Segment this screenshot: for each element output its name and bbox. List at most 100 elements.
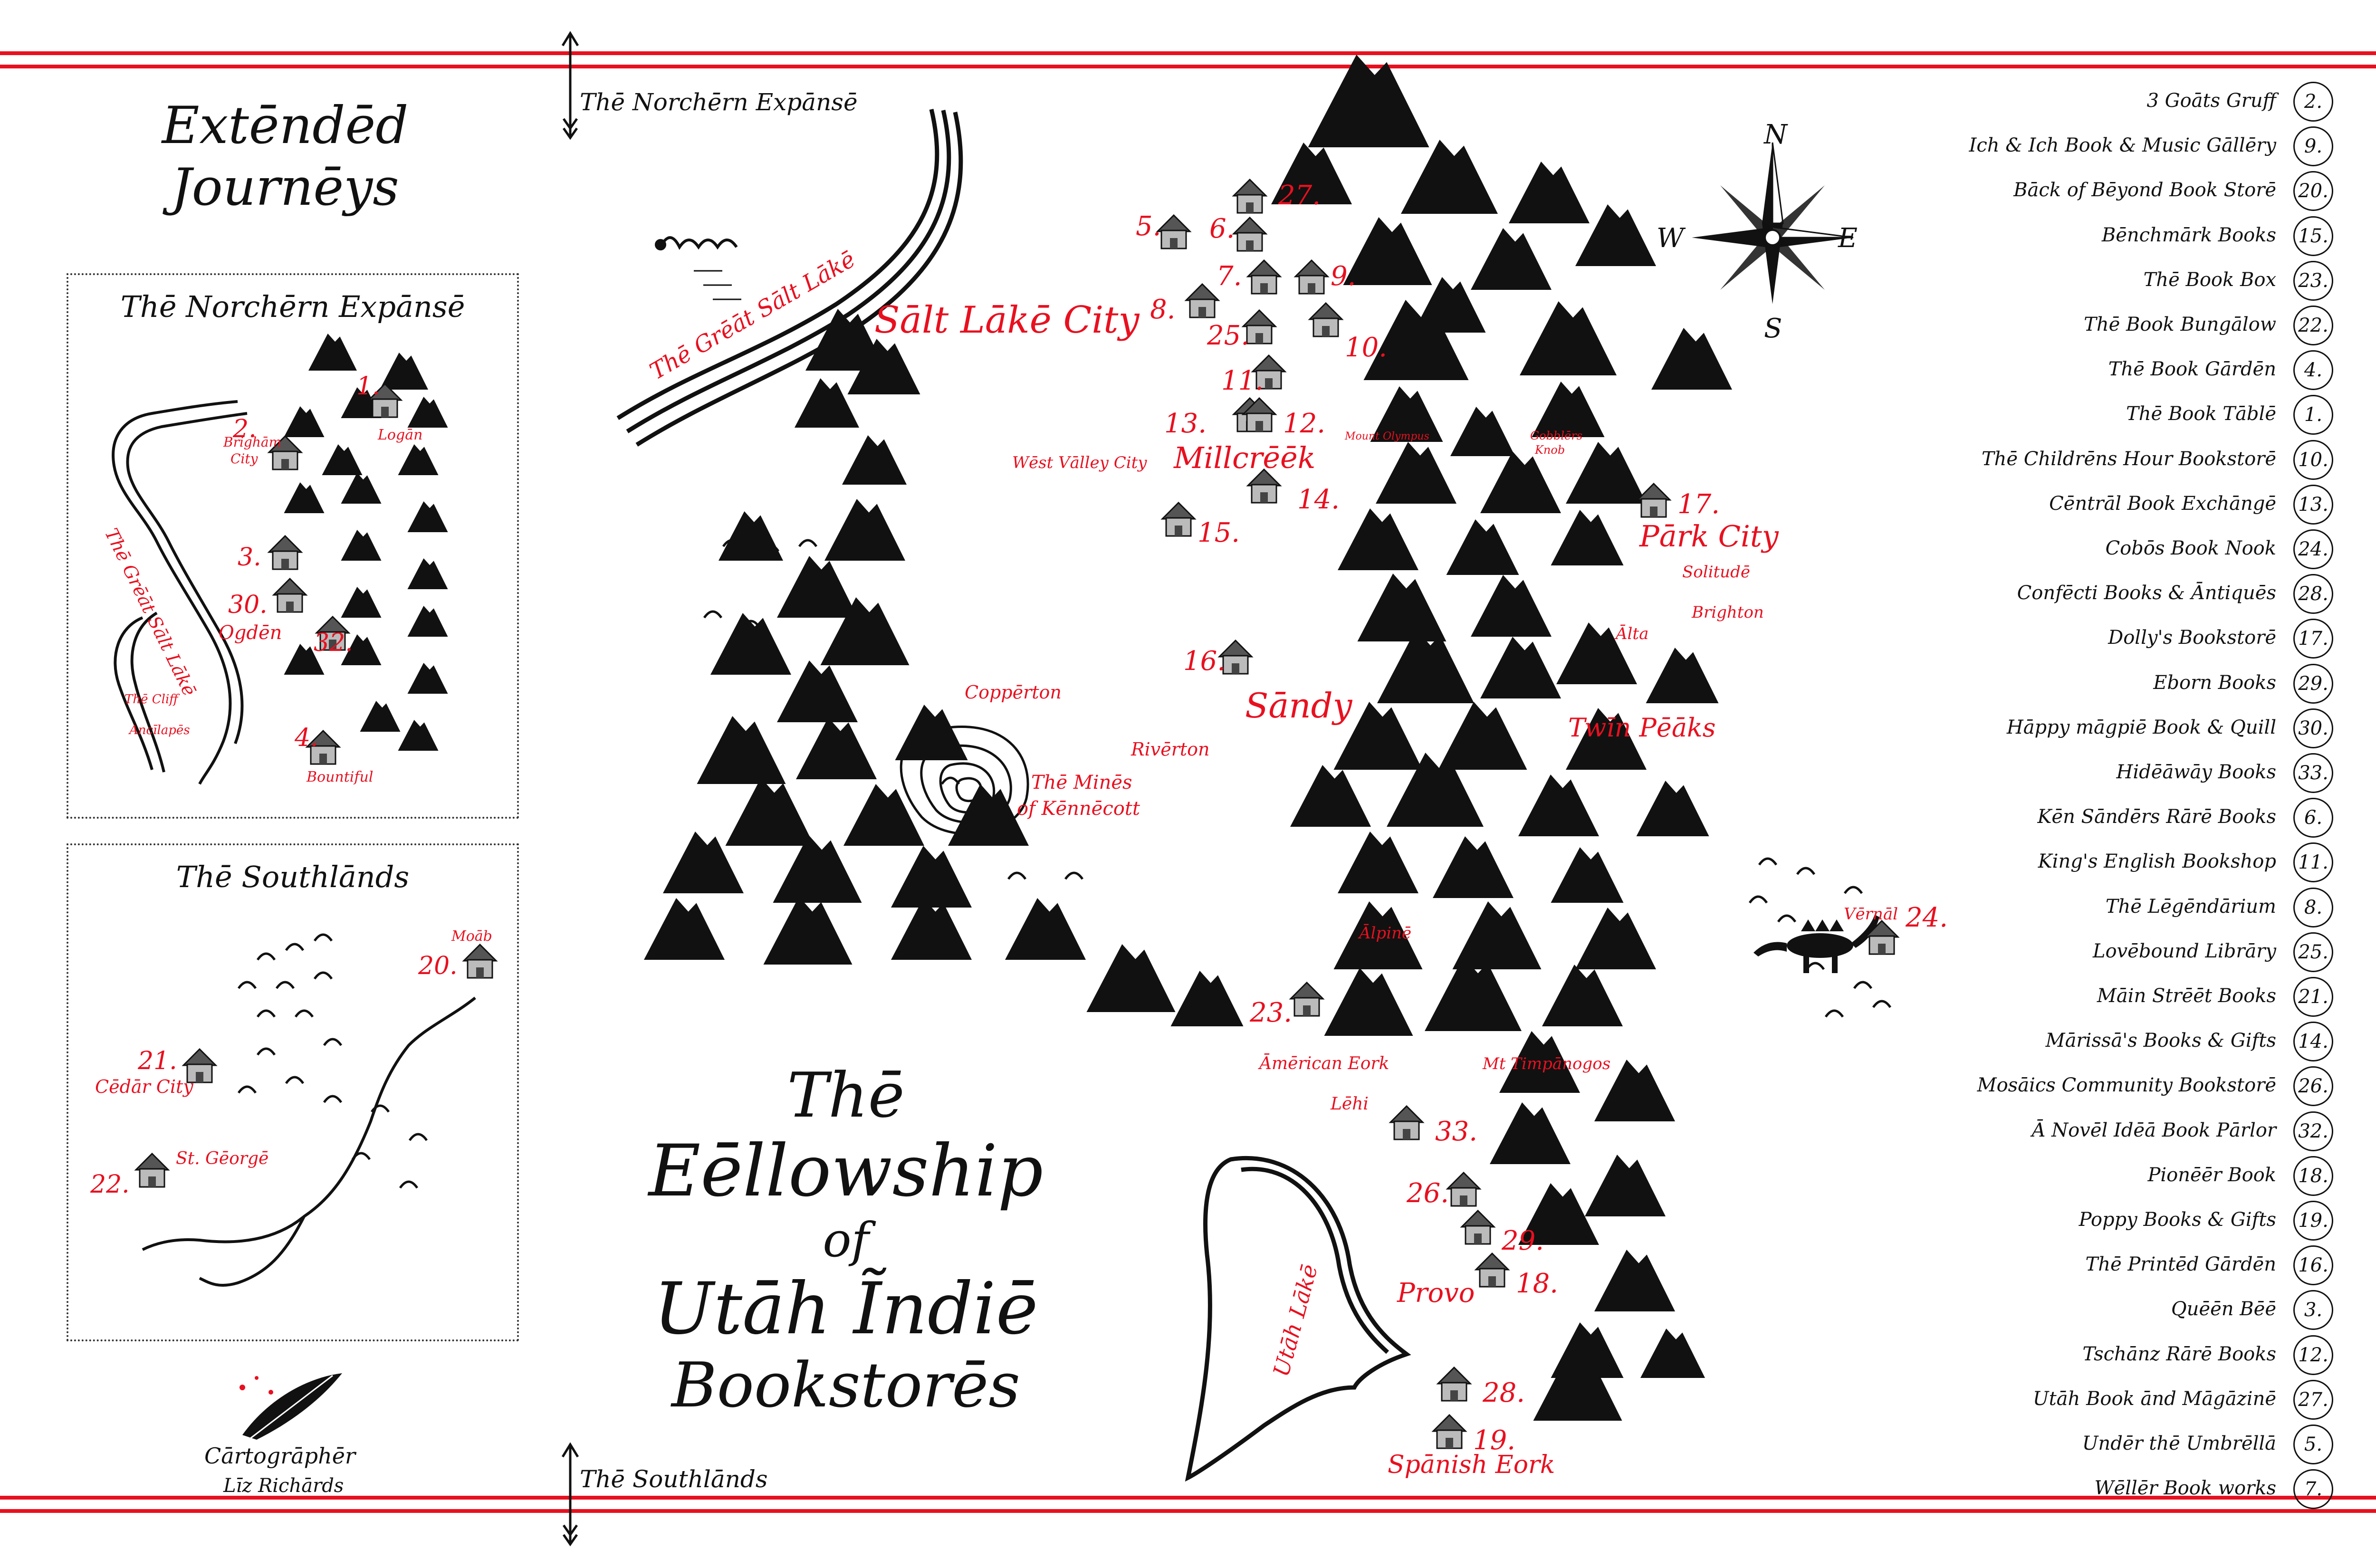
bookstore-building-icon [134,1152,170,1188]
mountain-icon [1338,832,1418,893]
bookstore-number-label: 25. [1207,320,1249,351]
mountain-icon [796,717,877,779]
mountain-icon [1086,944,1176,1012]
bookstore-building-icon [1246,468,1282,504]
city-logan: Logān [377,427,422,443]
legend-store-name: Thē Childrēns Hour Bookstorē [1981,448,2276,470]
mountain-icon [710,613,791,675]
mountain-icon [1471,228,1552,290]
bookstore-number-label: 16. [1183,646,1226,677]
mountain-icon [842,435,907,485]
inset-north-lake [112,400,248,785]
bottom-border-arrow [561,1442,579,1547]
legend-store-name: Utāh Book ānd Māgāzinē [2032,1387,2276,1410]
legend-store-number: 13. [2293,484,2333,525]
legend-store-number: 6. [2293,798,2333,838]
bookstore-number-label: 21. [137,1047,177,1075]
legend-store-number: 16. [2293,1245,2333,1286]
bookstore-number-label: 12. [1283,408,1325,439]
city-cedar-city: Cēdār City [95,1076,193,1097]
bookstore-building-icon [1436,1366,1472,1402]
compass-w: W [1657,223,1686,254]
mountain-icon [847,339,920,394]
title-line5: Bookstorēs [671,1349,1020,1421]
extended-journeys-title: Extēndēd Journēys [138,95,432,219]
legend-store-name: Cobōs Book Nook [2105,537,2276,559]
mountain-icon [341,530,382,561]
mountain-icon [1532,382,1605,437]
bookstore-number-label: 14. [1297,484,1340,515]
hill-mark [408,1133,428,1141]
bookstore-number-label: 10. [1345,332,1387,363]
mountain-icon [1636,781,1709,836]
legend-store-name: Ā Novēl Idēā Book Pārlor [2031,1119,2277,1141]
bottom-border-label: Thē Southlānds [580,1465,768,1493]
compass-s: S [1764,313,1782,344]
hill-mark [1853,981,1873,989]
inset-south-river [142,996,476,1287]
hill-mark [275,981,295,989]
hill-mark [256,1009,276,1018]
mountain-icon [1290,765,1371,827]
mountain-icon [1324,968,1413,1036]
city-st-george: St. Gēorgē [176,1149,268,1168]
legend-store-name: Bāck of Bēyond Book Storē [2013,179,2276,201]
title-line2: Eēllowship [648,1130,1044,1213]
legend-store-number: 11. [2293,842,2333,883]
legend-store-name: Hidēāwāy Books [2116,761,2276,783]
mountain-icon [341,387,382,418]
bookstore-building-icon [1217,639,1254,675]
city-provo: Provo [1397,1278,1475,1309]
city-park-city: Pārk City [1639,519,1779,554]
legend-store-number: 8. [2293,887,2333,927]
city-alpine: Ālpinē [1358,924,1411,943]
bookstore-building-icon [267,535,303,570]
bookstore-number-label: 27. [1278,180,1321,211]
bookstore-building-icon [1636,482,1672,518]
legend-store-name: Thē Book Bungālow [2084,314,2276,335]
legend-store-name: Kēn Sāndērs Rārē Books [2037,806,2276,828]
city-solitude: Solitudē [1682,563,1750,582]
legend-store-name: Mārissā's Books & Gifts [2045,1030,2276,1052]
mountain-icon [1566,708,1647,770]
bookstore-number-label: 15. [1198,517,1240,548]
legend-store-number: 14. [2293,1022,2333,1062]
inset-southlands: Thē Southlānds [67,843,519,1341]
mountain-icon [1594,1060,1675,1121]
bookstore-building-icon [315,615,351,651]
hill-mark [237,1085,257,1094]
hill-mark [313,971,333,980]
legend-store-number: 26. [2293,1066,2333,1107]
legend-store-number: 25. [2293,932,2333,972]
bookstore-number-label: 24. [1905,902,1948,933]
mountain-icon [380,353,428,390]
legend-store-name: Tschānz Rārē Books [2082,1343,2276,1365]
city-mount-olympus: Mount Olympus [1344,430,1429,442]
legend-store-number: 3. [2293,1290,2333,1330]
mountain-icon [948,784,1029,846]
legend-store-name: Ich & Ich Book & Music Gāllēry [1969,134,2276,157]
mountain-icon [763,897,853,965]
bookstore-number-label: 1. [356,372,380,401]
bookstore-building-icon [1308,302,1344,337]
legend-store-name: Bēnchmārk Books [2101,224,2276,246]
mountain-icon [341,634,382,665]
mountain-icon [1499,1031,1580,1093]
compass-n: N [1763,119,1788,150]
bookstore-number-label: 3. [238,543,261,572]
hill-mark [760,544,780,552]
hill-mark [370,1104,390,1113]
legend-store-name: Thē Lēgēndārium [2105,895,2276,918]
